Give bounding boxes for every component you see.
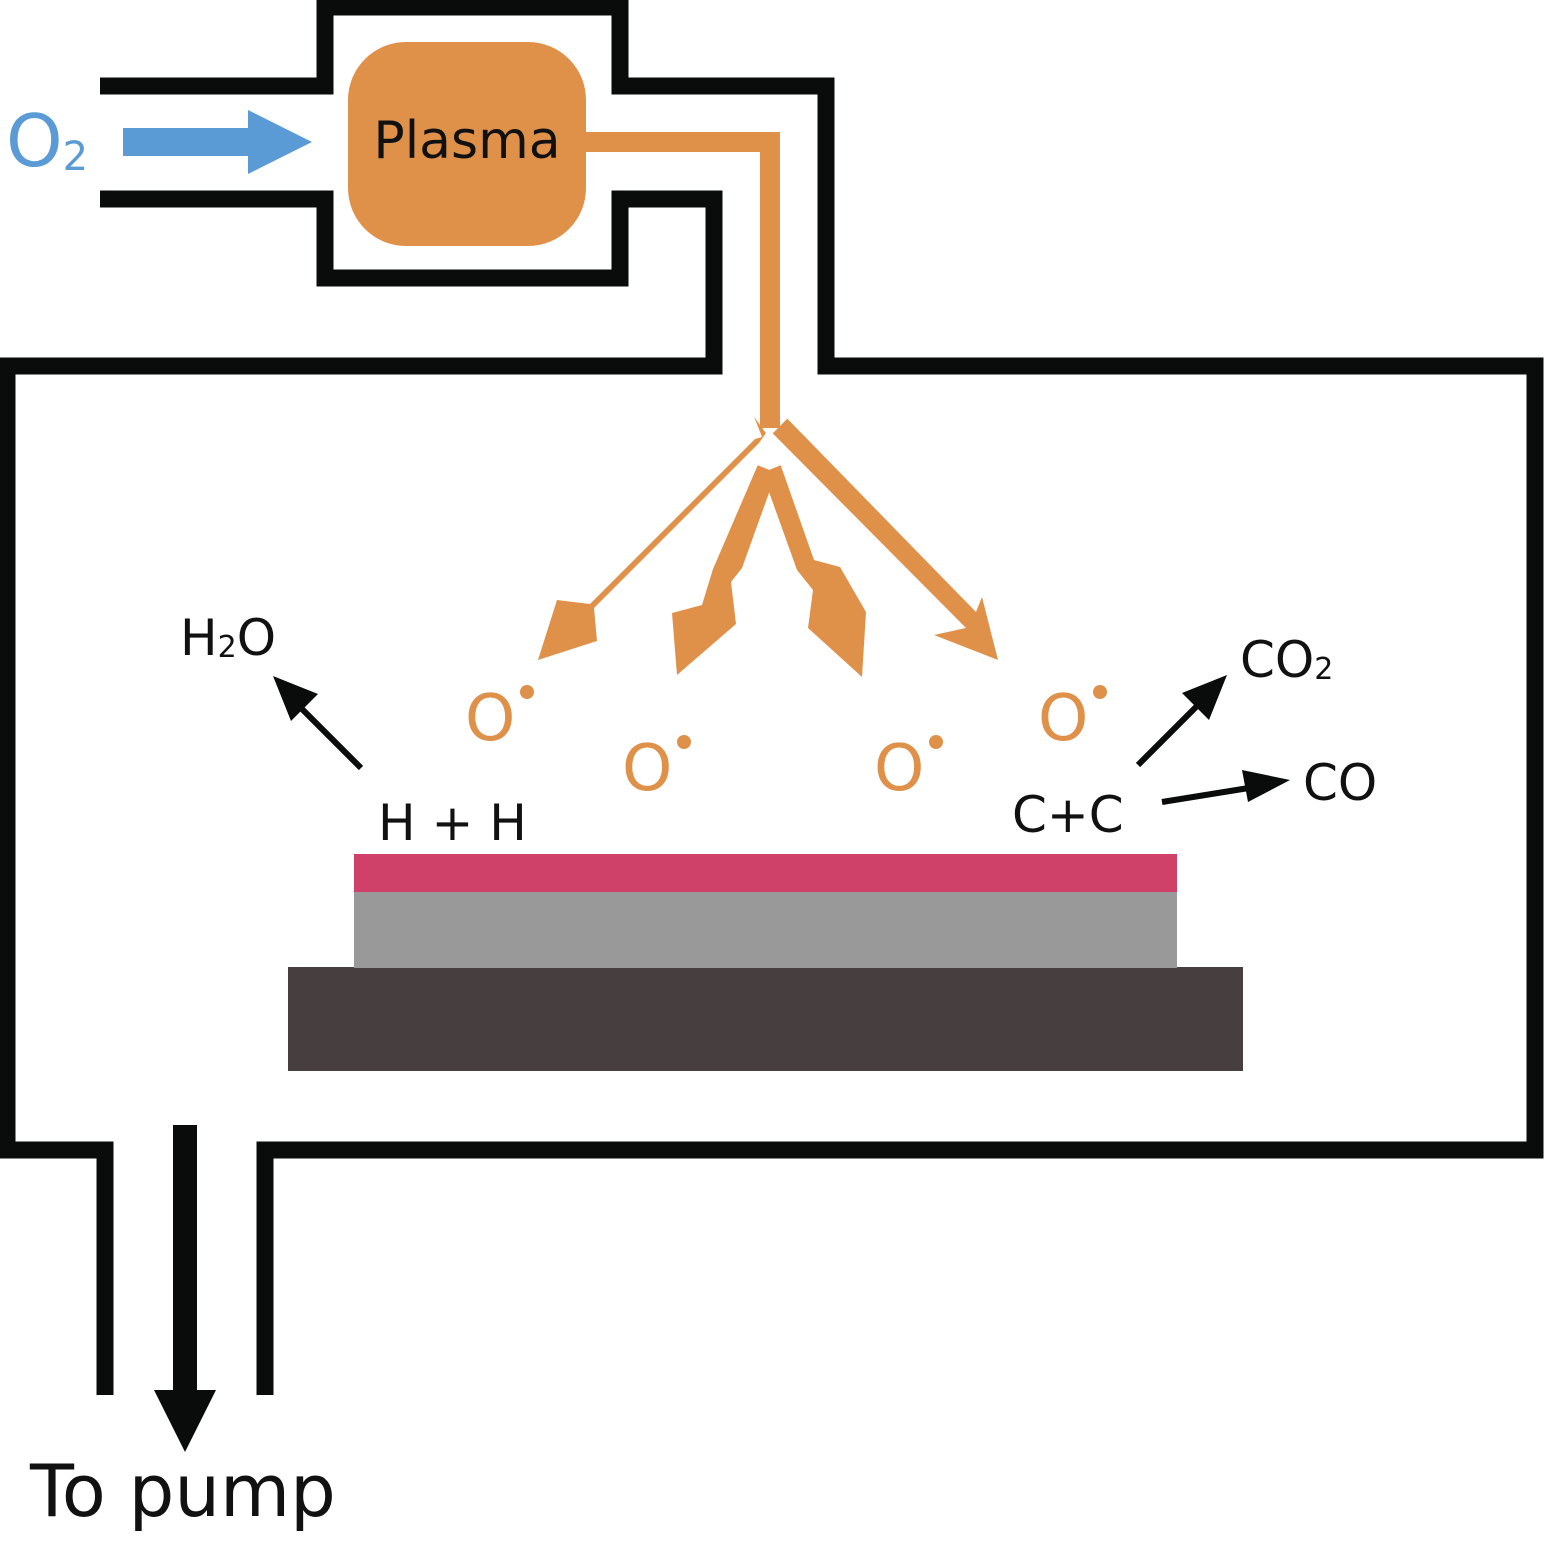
oxygen-radicals: O O O O xyxy=(465,682,1107,806)
co2-product-label: CO2 xyxy=(1240,631,1333,689)
pump-arrow-icon xyxy=(154,1125,216,1452)
h2o-arrow-icon xyxy=(273,676,318,721)
radical-dot-icon xyxy=(520,685,534,699)
radical-flow-arrows xyxy=(538,416,998,677)
radical-arrow-3-icon xyxy=(762,465,866,677)
radical-dot-icon xyxy=(929,735,943,749)
wafer-layer xyxy=(354,890,1177,968)
radical-arrow-4-icon xyxy=(772,418,998,660)
plasma-label: Plasma xyxy=(373,111,560,171)
substrate-stack xyxy=(288,854,1243,1071)
radical-arrow-2-icon xyxy=(672,465,777,675)
co2-arrow-shaft xyxy=(1135,695,1208,768)
h2o-product-label: H2O xyxy=(180,609,276,667)
chamber-walls xyxy=(0,0,1544,1395)
radical-arrow-1-icon xyxy=(538,416,766,660)
oxygen-radical-3: O xyxy=(874,732,924,806)
inlet-tube-upper-wall xyxy=(100,0,1544,1395)
oxygen-radical-4: O xyxy=(1038,682,1088,756)
plasma-feed-line xyxy=(586,132,780,428)
o2-inlet-arrow-icon xyxy=(123,110,312,174)
co-product-label: CO xyxy=(1303,754,1377,812)
h2o-arrow-shaft xyxy=(293,700,364,771)
o2-label: O2 xyxy=(6,99,88,183)
co-arrow-shaft xyxy=(1161,784,1256,805)
oxygen-radical-1: O xyxy=(465,682,515,756)
inlet-tube-lower-wall xyxy=(0,190,723,1395)
resist-layer xyxy=(354,854,1177,892)
hydrogen-reactant-label: H + H xyxy=(378,794,527,852)
stage-block xyxy=(288,967,1243,1071)
co-arrow-icon xyxy=(1242,770,1290,802)
radical-dot-icon xyxy=(1093,685,1107,699)
product-arrows xyxy=(273,675,1290,805)
plasma-source xyxy=(348,42,586,246)
carbon-reactant-label: C+C xyxy=(1012,786,1124,844)
oxygen-radical-2: O xyxy=(622,732,672,806)
radical-dot-icon xyxy=(677,735,691,749)
to-pump-label: To pump xyxy=(29,1449,336,1533)
co2-arrow-icon xyxy=(1182,675,1227,720)
